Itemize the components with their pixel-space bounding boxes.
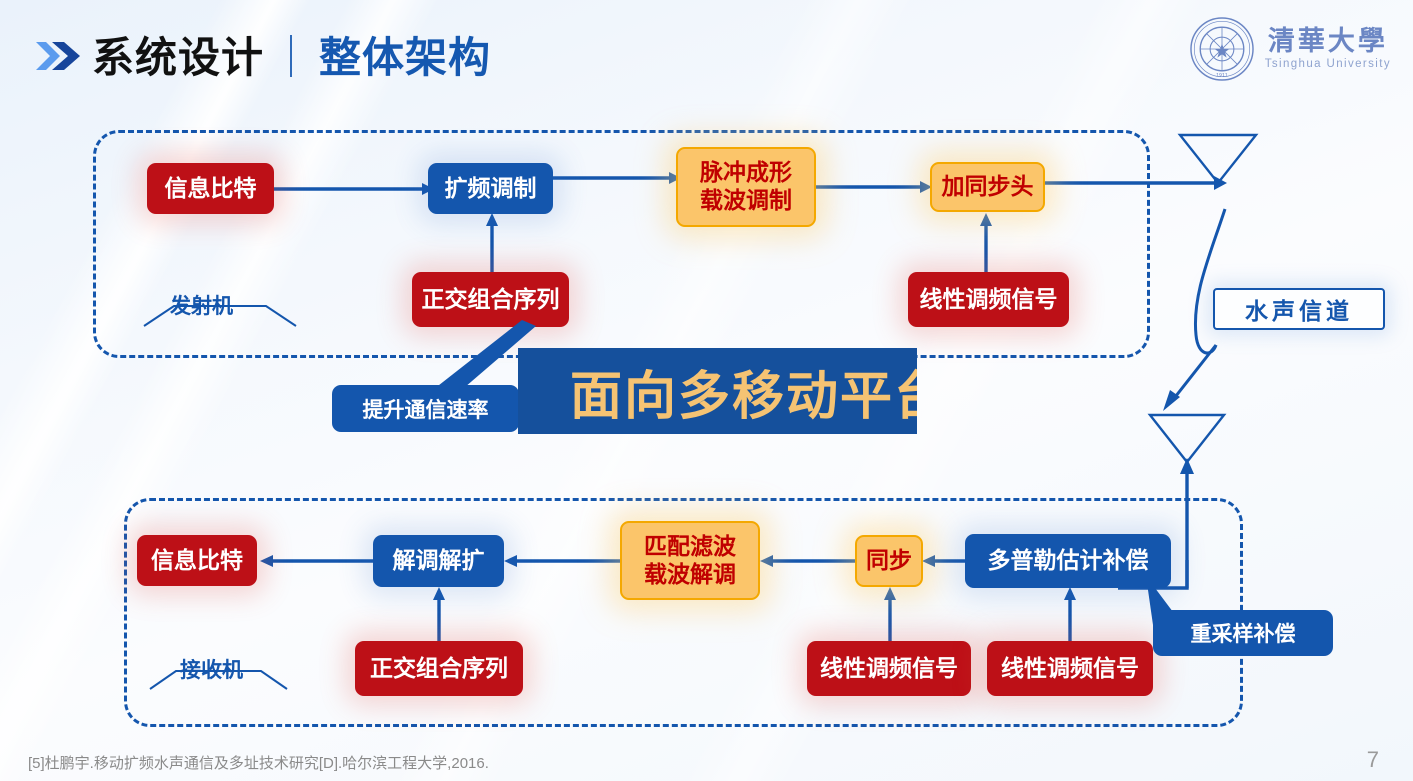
channel-label-box: 水声信道 <box>1213 288 1385 330</box>
node-tx-chirp-signal[interactable]: 线性调频信号 <box>908 272 1069 327</box>
callout-rate-boost[interactable]: 提升通信速率 <box>332 385 519 432</box>
arrow-rx-sync-to-matched <box>760 555 856 567</box>
svg-text:1911: 1911 <box>1216 73 1228 79</box>
node-rx-info-bits[interactable]: 信息比特 <box>137 535 257 586</box>
page-number: 7 <box>1366 747 1379 772</box>
page-title: 系统设计｜整体架构 <box>92 24 491 85</box>
arrow-rx-ortho-to-demod <box>433 587 445 642</box>
tsinghua-seal-icon: 1911 <box>1189 17 1254 81</box>
node-rx-chirp-signal-doppler[interactable]: 线性调频信号 <box>987 641 1153 696</box>
arrow-rx-matched-to-demod <box>504 555 620 567</box>
overlay-banner-text: 面向多移动平台 <box>570 367 917 426</box>
arrow-tx-spread-to-pulse <box>550 172 681 184</box>
rx-antenna-triangle-icon <box>1147 413 1227 464</box>
node-rx-demod-despread[interactable]: 解调解扩 <box>373 535 504 587</box>
page-title-main: 系统设计 <box>92 34 265 81</box>
channel-propagation-path <box>1163 208 1227 411</box>
tx-antenna-triangle-icon <box>1177 133 1259 185</box>
arrow-tx-bits-to-spread <box>270 183 434 195</box>
node-rx-chirp-signal-sync[interactable]: 线性调频信号 <box>807 641 971 696</box>
arrow-tx-ortho-to-spread <box>486 213 498 272</box>
transmitter-frame-label: 发射机 <box>170 295 233 318</box>
node-tx-add-sync-header[interactable]: 加同步头 <box>930 162 1045 212</box>
overlay-banner: 面向多移动平台 <box>518 348 917 434</box>
callout-resample-comp[interactable]: 重采样补偿 <box>1153 610 1333 656</box>
logo-name-en: Tsinghua University <box>1264 58 1391 71</box>
arrow-rx-chirp-to-sync <box>884 587 896 642</box>
node-rx-doppler-comp[interactable]: 多普勒估计补偿 <box>965 534 1171 588</box>
arrow-tx-sync-to-antenna <box>1042 176 1227 190</box>
double-chevron-right-icon <box>36 42 80 70</box>
arrow-tx-chirp-to-sync <box>980 213 992 272</box>
arrow-tx-pulse-to-sync <box>813 181 932 193</box>
logo-name-cn: 清華大學 <box>1267 25 1388 57</box>
node-tx-ortho-sequence[interactable]: 正交组合序列 <box>412 272 569 327</box>
receiver-frame-label: 接收机 <box>180 659 243 682</box>
receiver-baseline-decor <box>149 670 288 690</box>
arrow-rx-chirp2-to-doppler <box>1064 587 1076 642</box>
tsinghua-logo: 1911 清華大學 Tsinghua University <box>1189 16 1391 82</box>
node-rx-matched-filter[interactable]: 匹配滤波 载波解调 <box>620 521 760 600</box>
node-tx-pulse-carrier[interactable]: 脉冲成形 载波调制 <box>676 147 816 227</box>
channel-label: 水声信道 <box>1245 298 1353 324</box>
rx-antenna-to-doppler-elbow <box>1118 560 1189 590</box>
page-title-divider: ｜ <box>270 34 314 81</box>
citation-text: [5]杜鹏宇.移动扩频水声通信及多址技术研究[D].哈尔滨工程大学,2016. <box>28 755 489 772</box>
node-tx-spread-modulation[interactable]: 扩频调制 <box>428 163 553 214</box>
transmitter-baseline-decor <box>143 305 297 327</box>
node-rx-ortho-sequence[interactable]: 正交组合序列 <box>355 641 523 696</box>
page-title-sub: 整体架构 <box>319 34 492 81</box>
node-tx-info-bits[interactable]: 信息比特 <box>147 163 274 214</box>
arrow-rx-doppler-to-sync <box>922 555 968 567</box>
arrow-rx-demod-to-bits <box>260 555 374 567</box>
tsinghua-logo-text: 清華大學 Tsinghua University <box>1264 25 1391 71</box>
node-rx-sync[interactable]: 同步 <box>855 535 923 587</box>
